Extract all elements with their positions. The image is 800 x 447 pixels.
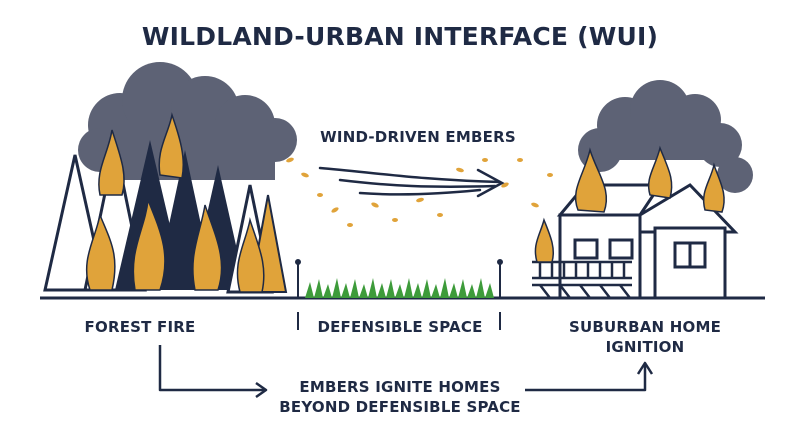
ember-icon xyxy=(371,202,379,208)
house-window xyxy=(573,238,599,260)
ember-icon xyxy=(437,213,443,217)
ember-icon xyxy=(286,157,294,163)
forest-fire-label: FOREST FIRE xyxy=(84,318,196,336)
ember-icon xyxy=(392,218,398,222)
ember-icon xyxy=(517,158,523,162)
flame-icon xyxy=(132,199,166,291)
section-dividers xyxy=(297,312,501,330)
ember-icon xyxy=(347,223,353,227)
flame-icon xyxy=(702,162,725,213)
suburban-home-ignition-label: SUBURBAN HOME IGNITION xyxy=(555,317,735,357)
grass-icon xyxy=(305,278,494,298)
ember-icon xyxy=(482,158,488,162)
flow-arrow-icon xyxy=(158,345,654,399)
ember-icon xyxy=(317,193,323,197)
embers-ignite-line1: EMBERS IGNITE HOMES xyxy=(299,378,501,396)
ember-icon xyxy=(531,202,539,208)
ember-icon xyxy=(547,173,553,177)
house-flames xyxy=(534,145,725,263)
page-title: WILDLAND-URBAN INTERFACE (WUI) xyxy=(141,22,659,51)
embers-ignite-homes-label: EMBERS IGNITE HOMES BEYOND DEFENSIBLE SP… xyxy=(268,377,532,417)
embers-trail xyxy=(286,157,553,227)
flame-icon xyxy=(192,204,223,291)
flame-icon xyxy=(98,129,125,196)
flame-icon xyxy=(158,112,185,179)
wind-driven-embers-label: WIND-DRIVEN EMBERS xyxy=(320,128,516,146)
defensible-space-label: DEFENSIBLE SPACE xyxy=(317,318,483,336)
flame-icon xyxy=(648,145,673,199)
ember-icon xyxy=(456,167,464,173)
ember-icon xyxy=(416,197,424,203)
ember-icon xyxy=(301,172,309,178)
flame-icon xyxy=(574,147,608,213)
wind-arrow-icon xyxy=(318,166,505,198)
flame-icon xyxy=(85,212,116,291)
flame-icon xyxy=(236,217,265,293)
house-smoke-cloud-icon xyxy=(578,80,753,193)
suburban-home-line2: IGNITION xyxy=(605,338,685,356)
embers-ignite-line2: BEYOND DEFENSIBLE SPACE xyxy=(279,398,521,416)
forest-flames xyxy=(85,112,265,293)
suburban-home-line1: SUBURBAN HOME xyxy=(568,318,722,336)
flame-icon xyxy=(534,217,555,263)
house-window xyxy=(608,238,634,260)
ember-icon xyxy=(331,207,339,213)
fence-posts xyxy=(295,259,503,298)
